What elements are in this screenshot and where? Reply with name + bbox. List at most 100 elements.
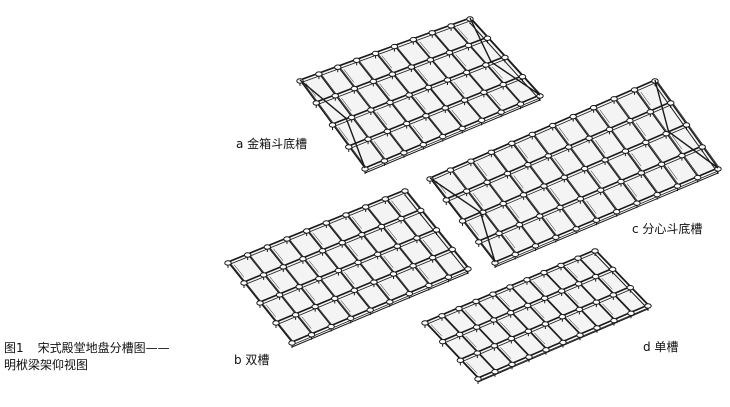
panel-shade <box>379 283 390 296</box>
column-head <box>224 260 232 266</box>
column-head <box>557 262 565 269</box>
rib-side <box>495 294 549 351</box>
beam-underside <box>227 192 406 266</box>
column-head <box>612 209 621 215</box>
column-head <box>575 306 584 313</box>
column-head <box>591 273 600 280</box>
panel-shade <box>381 55 393 69</box>
column-head <box>318 248 327 254</box>
panel-shade <box>490 93 501 107</box>
panel-shade <box>627 183 637 197</box>
panel-shade <box>558 127 569 141</box>
column-head <box>507 335 516 342</box>
panel-shade <box>415 96 426 110</box>
transverse-rib <box>424 321 479 379</box>
column-head <box>315 275 323 282</box>
rib-side <box>529 280 583 336</box>
column-head <box>580 165 589 172</box>
column-head <box>474 376 482 382</box>
column-head <box>592 217 601 223</box>
figure-subtitle: 明栿梁架仰视图 <box>4 358 89 372</box>
panel-shade <box>418 267 429 280</box>
column-head <box>591 248 599 254</box>
panel-shade <box>338 127 349 141</box>
column-head <box>407 64 416 70</box>
longitudinal-beam <box>227 189 406 263</box>
column-head <box>448 246 456 253</box>
panel-shade <box>602 303 614 315</box>
column-head <box>544 153 552 159</box>
column-head <box>617 178 625 185</box>
column-head <box>409 36 418 43</box>
column-head <box>501 54 509 61</box>
column-head <box>442 197 450 203</box>
column-head <box>528 131 536 138</box>
column-head <box>653 191 661 198</box>
panel-shade <box>457 27 469 40</box>
column-head <box>472 298 480 305</box>
panel-shade <box>468 222 479 236</box>
column-head <box>480 89 488 96</box>
panel-shade <box>599 109 610 123</box>
column-head <box>605 126 614 133</box>
plan-a-jinxiang-doudicao <box>296 16 544 174</box>
beam-underside <box>299 20 471 84</box>
column-head <box>667 100 675 106</box>
panel-shade <box>465 335 477 348</box>
hip-brace <box>654 79 670 132</box>
column-head <box>593 325 601 331</box>
column-head <box>428 30 436 36</box>
column-head <box>467 158 475 164</box>
panel-shade <box>391 200 402 213</box>
column-head <box>540 295 549 301</box>
rib-side <box>512 287 566 344</box>
rib-side <box>444 316 498 373</box>
column-head <box>608 266 617 273</box>
column-head <box>377 223 386 230</box>
panel-shade <box>348 244 359 257</box>
column-head <box>263 244 272 250</box>
column-head <box>405 92 413 98</box>
column-head <box>549 122 557 129</box>
column-head <box>503 170 512 177</box>
column-head <box>524 328 533 334</box>
column-head <box>350 85 359 92</box>
panel-shade <box>453 81 465 95</box>
column-head <box>419 141 428 148</box>
rib-side <box>597 251 651 307</box>
column-head <box>556 204 564 211</box>
column-head <box>462 69 471 76</box>
column-head <box>576 196 585 202</box>
column-head <box>506 310 515 316</box>
column-head <box>354 259 362 266</box>
column-head <box>424 84 433 91</box>
column-head <box>609 292 618 298</box>
column-head <box>491 369 499 375</box>
column-head <box>621 148 630 154</box>
column-head <box>417 207 425 214</box>
column-head <box>541 321 550 327</box>
column-head <box>574 255 582 261</box>
panel-shade <box>472 192 483 206</box>
column-head <box>390 43 399 50</box>
column-head <box>642 139 650 146</box>
column-head <box>334 64 342 70</box>
panel-shade <box>513 175 524 189</box>
hip-brace <box>299 79 347 120</box>
column-head <box>388 71 397 77</box>
column-head <box>483 179 491 186</box>
panel-shade <box>601 277 613 290</box>
hip-brace <box>469 17 492 63</box>
column-head <box>542 347 550 353</box>
column-head <box>576 332 584 338</box>
panel-shade <box>312 232 323 245</box>
column-head <box>460 97 469 103</box>
column-head <box>312 100 320 106</box>
column-head <box>381 196 390 202</box>
column-head <box>422 113 430 119</box>
panel-shade <box>586 200 597 214</box>
panel-shade <box>505 235 516 249</box>
column-head <box>477 117 486 124</box>
beam-underside <box>275 251 453 326</box>
column-head <box>366 307 374 313</box>
